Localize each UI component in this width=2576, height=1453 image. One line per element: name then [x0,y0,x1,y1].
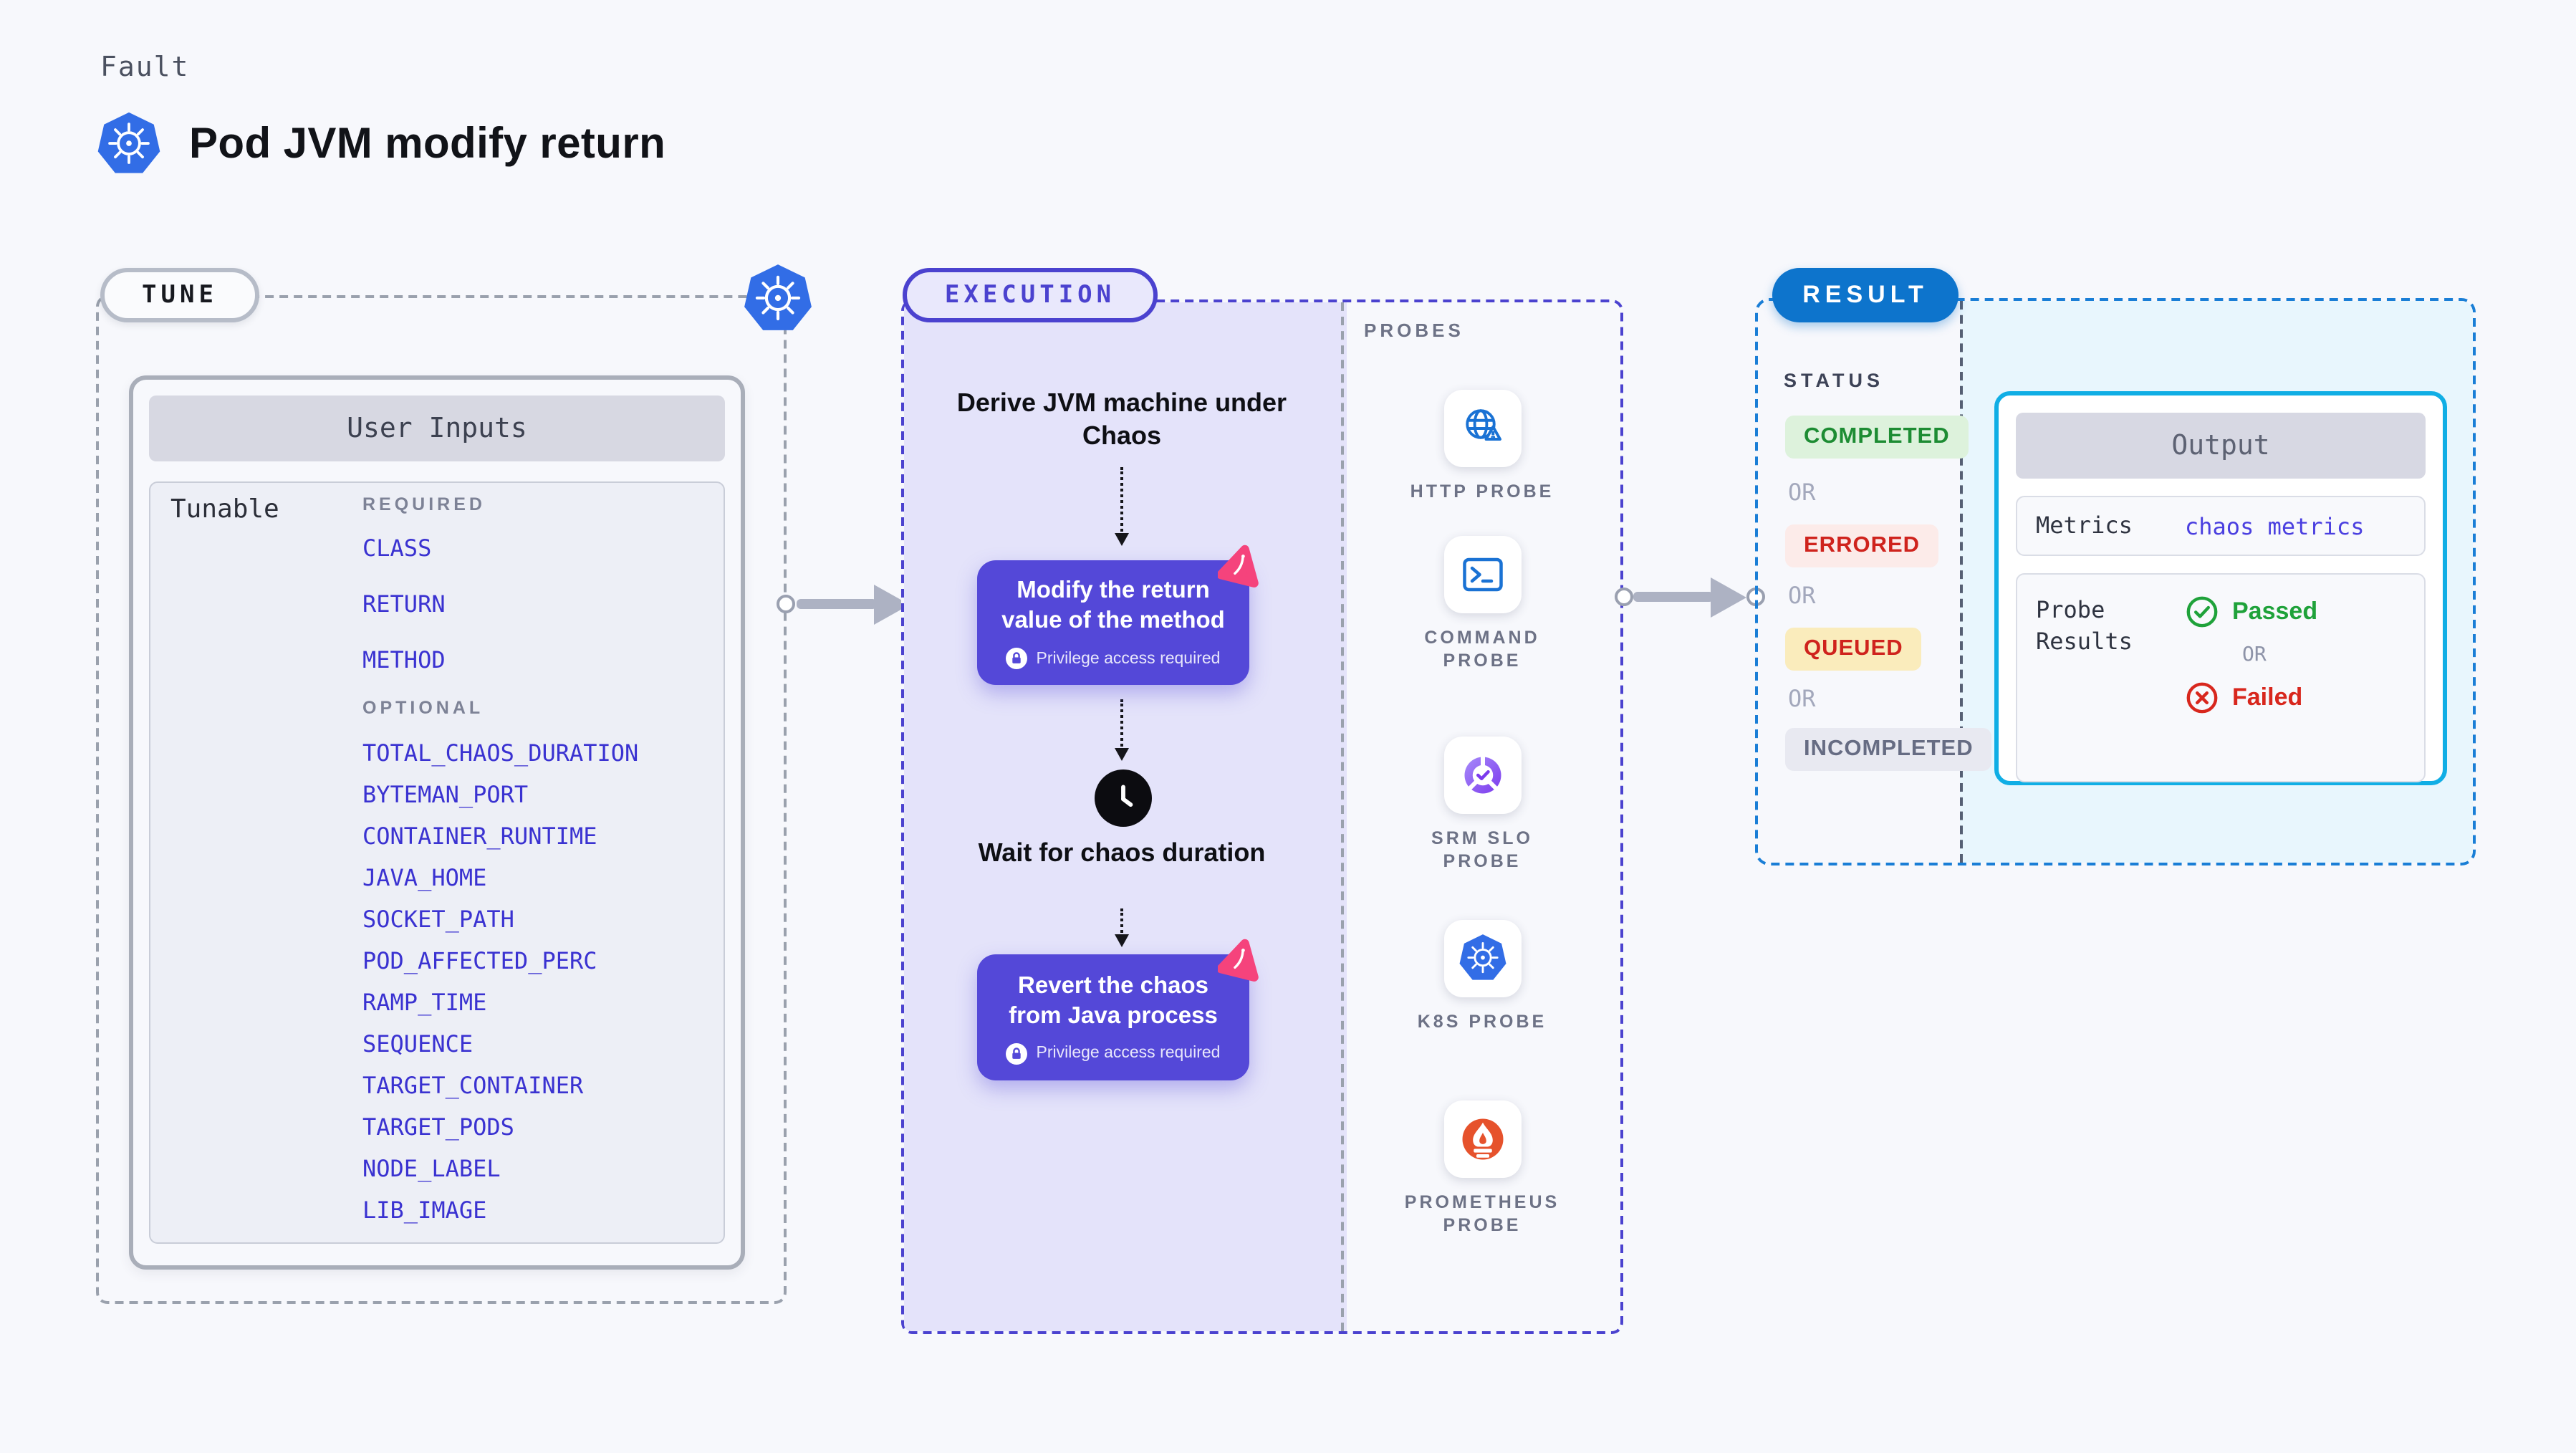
probe-item: SRM SLO PROBE [1344,737,1620,873]
kubernetes-icon [95,109,163,181]
output-card: Output Metrics chaos metrics Probe Resul… [1994,391,2447,785]
flow-step-wait: Wait for chaos duration [978,838,1266,867]
user-inputs-header: User Inputs [149,395,725,461]
tune-pill: TUNE [100,268,259,322]
tunable-link[interactable]: CONTAINER_RUNTIME [362,823,597,850]
output-probe-results-row: Probe Results Passed OR Failed [2016,573,2426,782]
tunable-link[interactable]: JAVA_HOME [362,864,487,891]
or-label: OR [1788,685,1816,712]
slo-check-icon [1443,737,1521,814]
lock-icon [1006,1042,1028,1064]
tunable-link[interactable]: LIB_IMAGE [362,1197,487,1224]
action-card-revert: Revert the chaos from Java process Privi… [977,939,1259,1080]
required-heading: REQUIRED [362,494,486,514]
tunable-link[interactable]: SEQUENCE [362,1030,474,1058]
failed-label: Failed [2232,684,2303,711]
execution-pill: EXECUTION [903,268,1158,322]
fault-kicker: Fault [100,52,190,83]
required-list: CLASS RETURN METHOD [362,520,446,688]
kubernetes-icon [1443,920,1521,997]
probe-item: HTTP PROBE [1344,390,1620,503]
probe-item: PROMETHEUS PROBE [1344,1100,1620,1237]
tunable-link[interactable]: METHOD [362,646,446,673]
litmus-chaos-icon [1216,543,1264,589]
result-pill: RESULT [1772,268,1959,322]
flow-arrow-down-icon [1114,699,1129,761]
status-badge-completed: COMPLETED [1785,416,1969,459]
output-metrics-row: Metrics chaos metrics [2016,496,2426,556]
lock-icon [1006,648,1028,669]
terminal-icon [1443,536,1521,613]
metrics-label: Metrics [2036,512,2133,539]
tunable-link[interactable]: CLASS [362,534,432,562]
privilege-label: Privilege access required [1036,1045,1221,1062]
privilege-badge: Privilege access required [1006,648,1221,669]
status-heading: STATUS [1784,370,1884,391]
page-title: Pod JVM modify return [189,120,666,168]
status-badge-queued: QUEUED [1785,628,1922,671]
litmus-chaos-icon [1216,937,1264,983]
probe-label: COMMAND PROBE [1424,628,1540,671]
or-label: OR [1788,582,1816,609]
tunable-label: Tunable [170,494,279,524]
probe-label: PROMETHEUS PROBE [1404,1192,1560,1235]
execution-section-box: PROBES HTTP PROBE COMMAND PROBE SRM SLO … [901,299,1623,1334]
output-header: Output [2016,413,2426,479]
passed-line: Passed [2185,595,2317,629]
optional-heading: OPTIONAL [362,698,484,718]
probe-results-label: Probe Results [2036,596,2133,655]
action-label: Revert the chaos from Java process [1009,972,1218,1028]
title-row: Pod JVM modify return [95,109,665,181]
probe-label: K8S PROBE [1417,1012,1547,1032]
failed-line: Failed [2185,681,2317,715]
chaos-metrics-link[interactable]: chaos metrics [2185,512,2365,540]
flow-arrow-down-icon [1114,908,1129,947]
tunable-link[interactable]: NODE_LABEL [362,1155,501,1182]
or-label: OR [2242,643,2267,666]
action-card-modify: Modify the return value of the method Pr… [977,545,1259,685]
tunable-link[interactable]: TOTAL_CHAOS_DURATION [362,739,639,767]
tunable-link[interactable]: TARGET_CONTAINER [362,1072,584,1099]
flow-step-derive: Derive JVM machine under Chaos [956,388,1287,450]
tunable-link[interactable]: RETURN [362,590,446,618]
status-badge-errored: ERRORED [1785,524,1939,567]
tunable-link[interactable]: POD_AFFECTED_PERC [362,947,597,974]
probe-label: HTTP PROBE [1410,481,1554,502]
tunable-link[interactable]: RAMP_TIME [362,989,487,1016]
globe-alert-icon [1443,390,1521,467]
prometheus-flame-icon [1443,1100,1521,1178]
clock-icon [1095,769,1152,827]
check-circle-icon [2186,596,2218,628]
probe-label: SRM SLO PROBE [1431,828,1533,871]
passed-label: Passed [2232,598,2318,625]
probes-panel: PROBES HTTP PROBE COMMAND PROBE SRM SLO … [1341,302,1620,1331]
status-badge-incompleted: INCOMPLETED [1785,728,1992,771]
tunable-link[interactable]: SOCKET_PATH [362,906,514,933]
probe-item: K8S PROBE [1344,920,1620,1033]
probes-heading: PROBES [1364,320,1464,341]
tunable-link[interactable]: TARGET_PODS [362,1113,514,1141]
privilege-label: Privilege access required [1036,650,1221,667]
privilege-badge: Privilege access required [1006,1042,1221,1064]
or-label: OR [1788,479,1816,506]
x-circle-icon [2186,682,2218,714]
kubernetes-icon [741,261,815,338]
action-label: Modify the return value of the method [1001,577,1225,633]
user-inputs-table: Tunable REQUIRED CLASS RETURN METHOD OPT… [149,481,725,1244]
tune-section-box [96,295,787,1304]
probe-item: COMMAND PROBE [1344,536,1620,672]
flow-arrow-down-icon [1114,467,1129,546]
optional-list: TOTAL_CHAOS_DURATION BYTEMAN_PORT CONTAI… [362,732,638,1231]
tunable-link[interactable]: BYTEMAN_PORT [362,781,529,808]
